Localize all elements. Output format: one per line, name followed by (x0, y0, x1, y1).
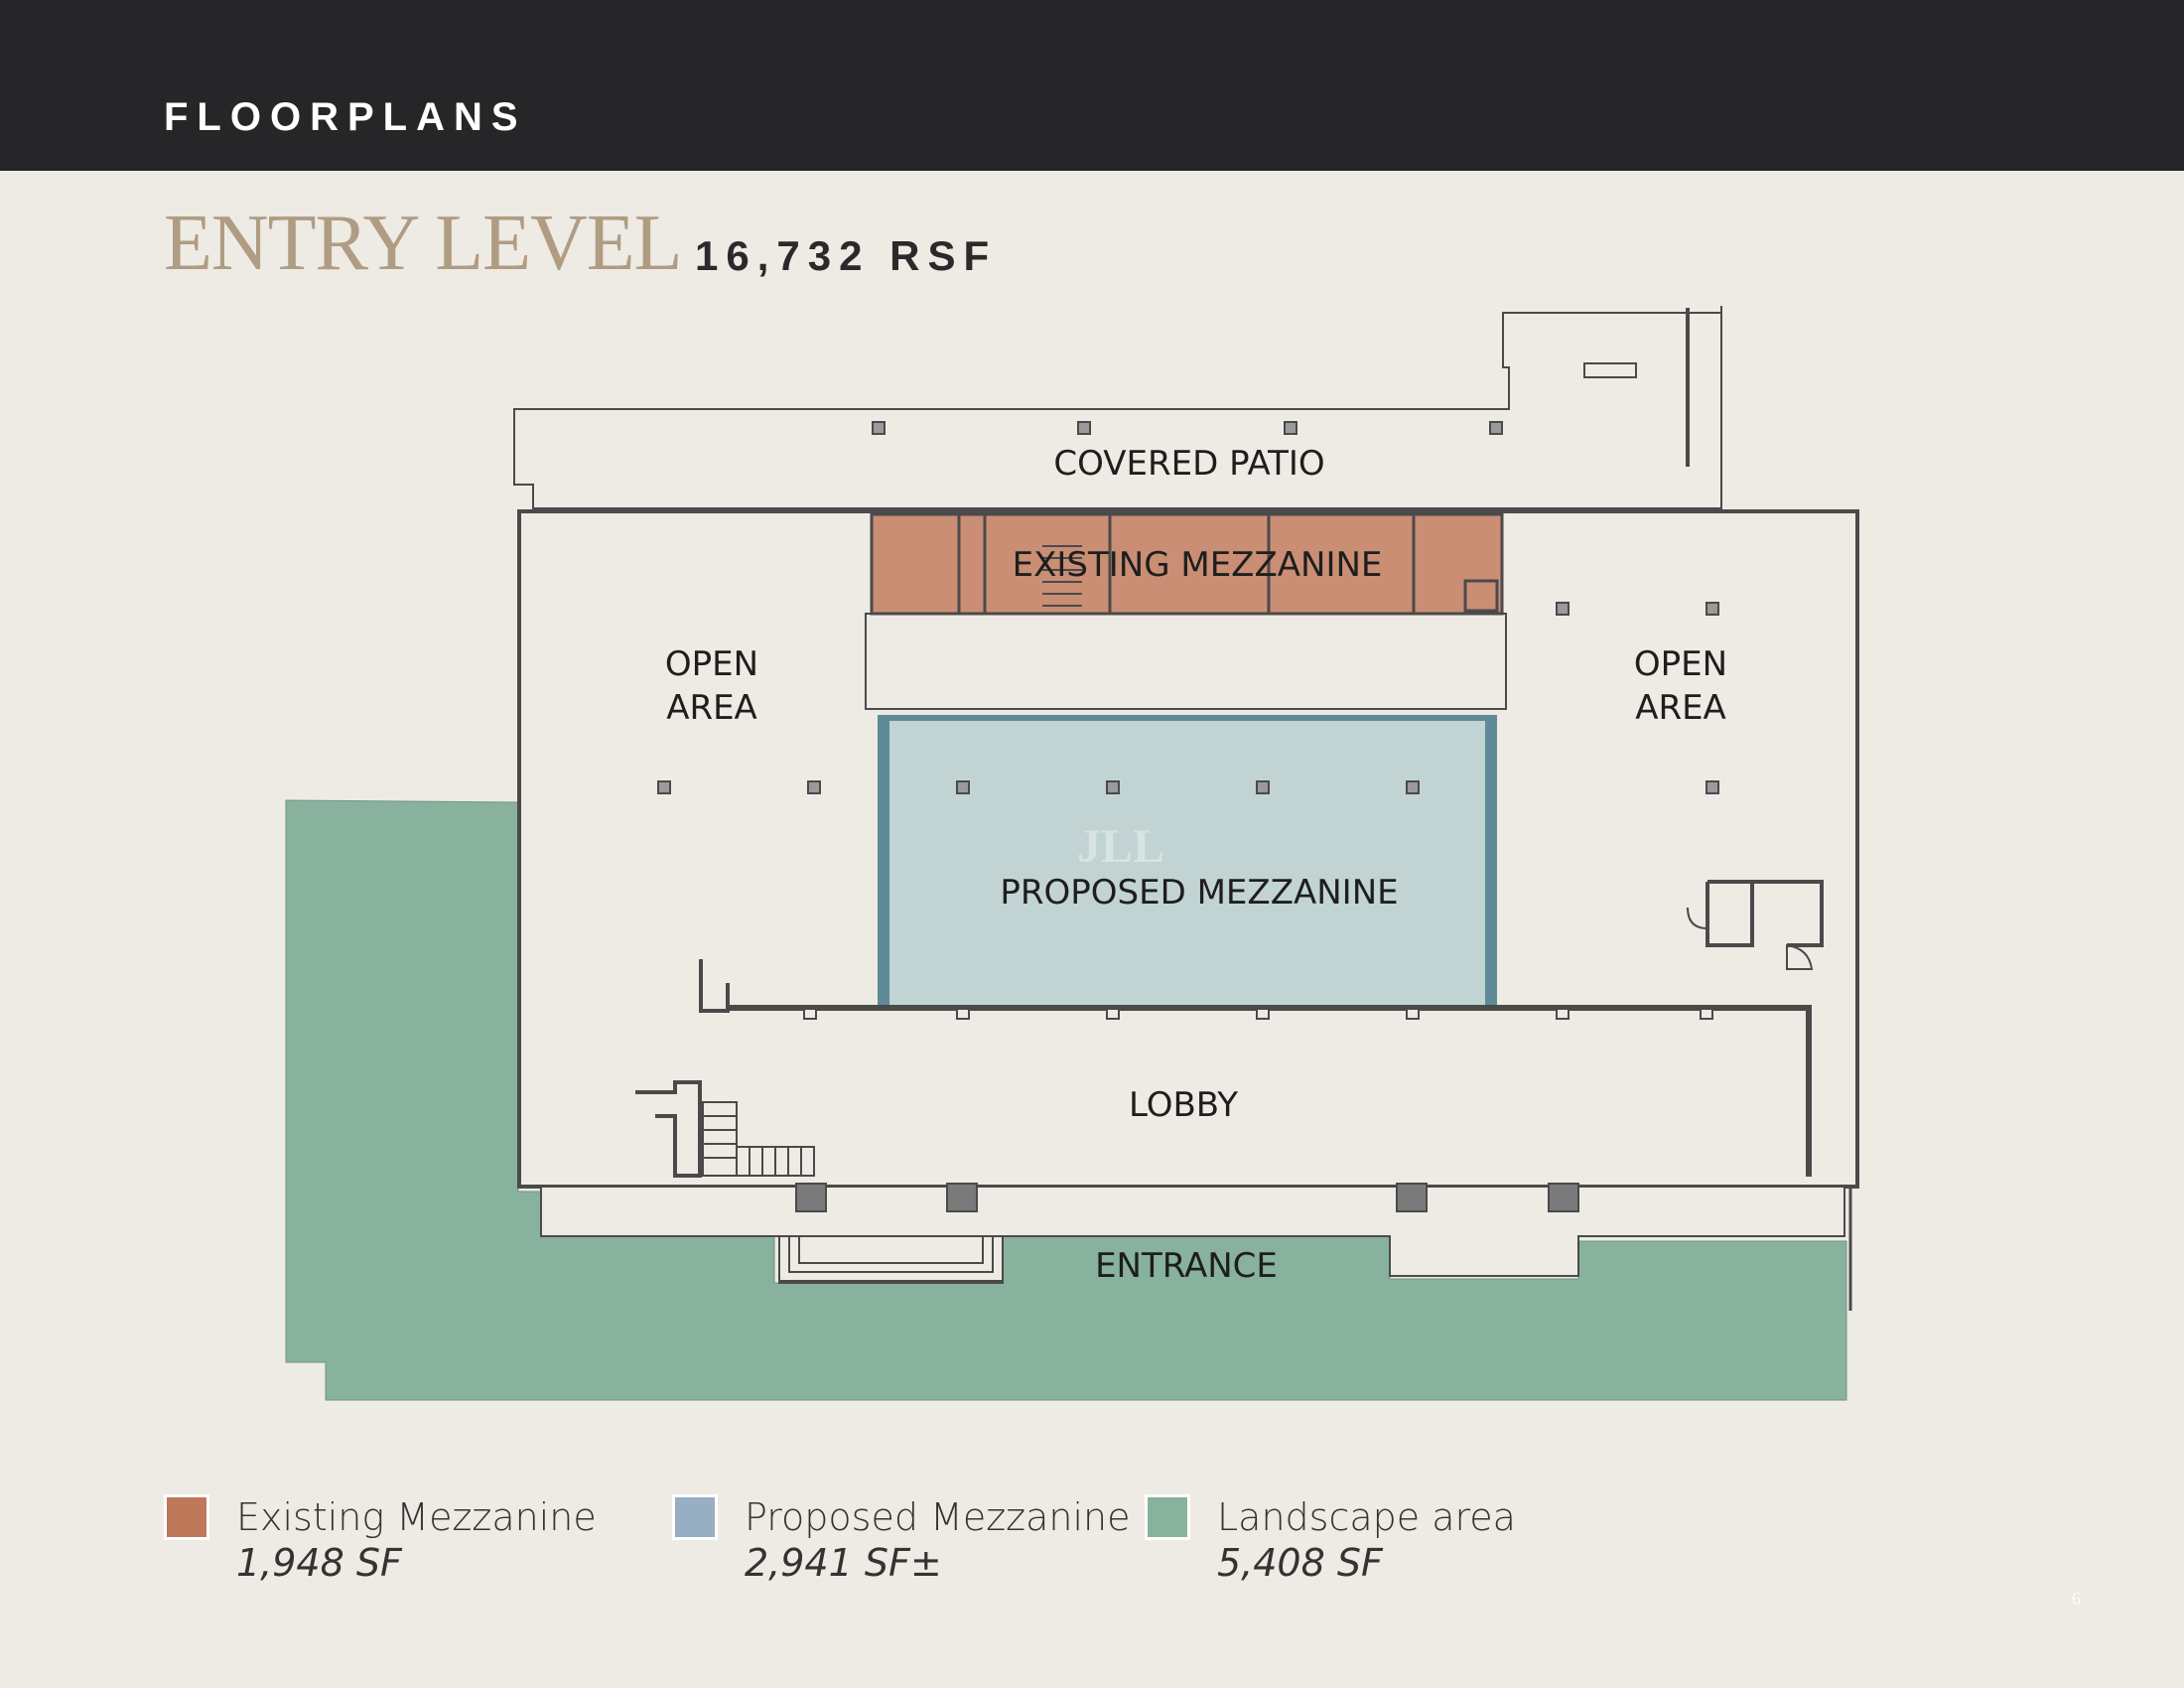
right-restroom-door (1687, 907, 1708, 929)
legend-label-landscape: Landscape area (1217, 1495, 1516, 1539)
legend-label-existing: Existing Mezzanine (236, 1495, 597, 1539)
column (803, 1008, 817, 1020)
entrance-label: ENTRANCE (1095, 1246, 1278, 1286)
lobby-partition-columns (803, 1008, 1713, 1020)
page-title: ENTRY LEVEL (164, 200, 682, 287)
open-area-right-label-1: OPEN (1634, 644, 1727, 684)
column (657, 780, 671, 794)
mezzanine-balcony-outline (865, 613, 1507, 710)
legend-value-landscape: 5,408 SF (1217, 1541, 1383, 1585)
interior-columns (657, 602, 1719, 794)
covered-patio-label: COVERED PATIO (1053, 444, 1324, 484)
column (1256, 1008, 1270, 1020)
legend-swatch-landscape (1145, 1494, 1190, 1540)
open-area-right-label-2: AREA (1635, 688, 1726, 728)
legend-value-proposed: 2,941 SF± (745, 1541, 942, 1585)
pillar (946, 1183, 978, 1212)
column (1256, 780, 1270, 794)
left-stairs (702, 1101, 815, 1177)
proposed-mezzanine-area (889, 721, 1485, 1005)
pillar (1548, 1183, 1579, 1212)
column (1406, 1008, 1420, 1020)
column (807, 780, 821, 794)
patio-bench (1583, 362, 1637, 378)
column (872, 421, 886, 435)
legend-value-existing: 1,948 SF (236, 1541, 402, 1585)
legend-label-proposed: Proposed Mezzanine (745, 1495, 1131, 1539)
patio-columns (872, 421, 1503, 435)
page-subtitle: 16,732 RSF (695, 232, 998, 279)
column (956, 780, 970, 794)
lobby-partition-wall (728, 1005, 1730, 1011)
left-restroom (635, 1080, 702, 1178)
page-number: 6 (2072, 1589, 2081, 1609)
legend-swatch-proposed (672, 1494, 718, 1540)
jll-watermark: JLL (1077, 820, 1164, 873)
column (1706, 780, 1719, 794)
column (1556, 602, 1570, 616)
legend-swatch-existing (164, 1494, 209, 1540)
lobby-label: LOBBY (1129, 1085, 1238, 1125)
existing-mezzanine-stairs (1042, 545, 1082, 607)
entrance-steps-inner-2 (798, 1235, 984, 1264)
existing-mezzanine-label: EXISTING MEZZANINE (1013, 545, 1383, 585)
pillar (1396, 1183, 1428, 1212)
column (1284, 421, 1297, 435)
closet (1463, 579, 1499, 613)
open-area-left-label-1: OPEN (665, 644, 758, 684)
header-bar: FLOORPLANS (0, 0, 2184, 171)
column (1106, 1008, 1120, 1020)
left-storage-room (699, 959, 730, 1013)
proposed-mezzanine-label: PROPOSED MEZZANINE (1000, 873, 1398, 913)
lobby-right-wall (1730, 1005, 1812, 1177)
front-pillars (795, 1183, 1579, 1212)
column (1406, 780, 1420, 794)
column (1706, 602, 1719, 616)
column (1700, 1008, 1713, 1020)
existing-mezzanine-area (870, 512, 1504, 616)
column (956, 1008, 970, 1020)
open-area-left-label-2: AREA (666, 688, 757, 728)
right-restrooms (1706, 880, 1824, 947)
pillar (795, 1183, 827, 1212)
right-restroom-door-2 (1786, 943, 1814, 970)
column (1556, 1008, 1570, 1020)
header-title: FLOORPLANS (164, 95, 527, 139)
column (1106, 780, 1120, 794)
stair-frame (702, 1101, 738, 1177)
column (1489, 421, 1503, 435)
existing-mezzanine-walls (957, 514, 1499, 614)
column (1077, 421, 1091, 435)
